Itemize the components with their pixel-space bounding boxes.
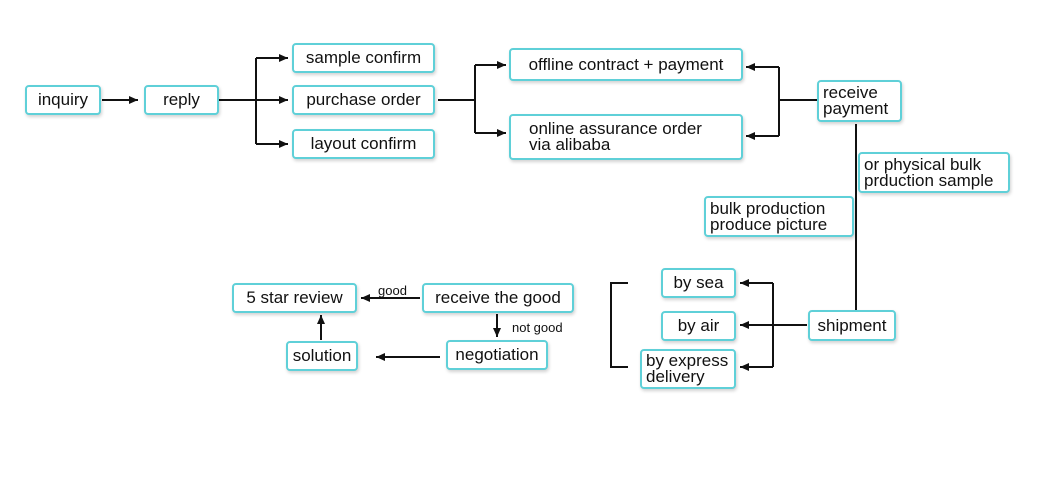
node-purchase-order-label: purchase order [306,90,421,109]
node-online-assurance: online assurance order via alibaba [509,114,743,160]
edge-label-good: good [378,283,407,298]
node-sample-confirm-label: sample confirm [305,48,422,67]
node-by-express: by express delivery [640,349,736,389]
node-receive-payment-line2: payment [823,99,889,118]
node-by-sea: by sea [661,268,736,298]
node-layout-confirm: layout confirm [292,129,435,159]
node-physical-sample: or physical bulk prduction sample [858,152,1010,193]
node-sample-confirm: sample confirm [292,43,435,73]
node-bulk-picture-line1: bulk production [710,198,826,218]
node-receive-the-good-label: receive the good [435,288,561,307]
node-shipment-label: shipment [817,315,887,335]
node-online-assurance-line2: via alibaba [529,135,611,154]
node-by-air-label: by air [677,316,720,335]
node-solution-label: solution [292,346,352,365]
shipping-bracket [610,282,628,368]
node-purchase-order: purchase order [292,85,435,115]
node-offline-contract-label: offline contract + payment [528,54,724,74]
node-inquiry: inquiry [25,85,101,115]
node-offline-contract: offline contract + payment [509,48,743,81]
node-receive-payment-line1: receive [823,83,878,102]
node-reply-label: reply [163,90,200,109]
edge-label-not-good: not good [512,320,563,335]
node-reply: reply [144,85,219,115]
node-bulk-picture-line2: produce picture [710,214,828,234]
node-five-star-review-label: 5 star review [246,288,343,307]
node-receive-payment: receive payment [817,80,902,122]
node-by-air: by air [661,311,736,341]
node-by-express-line1: by express [646,351,729,370]
node-five-star-review: 5 star review [232,283,357,313]
node-physical-sample-line2: prduction sample [864,170,994,190]
node-bulk-picture: bulk production produce picture [704,196,854,237]
node-receive-the-good: receive the good [422,283,574,313]
node-negotiation: negotiation [446,340,548,370]
node-physical-sample-line1: or physical bulk [864,154,982,174]
node-negotiation-label: negotiation [455,345,539,364]
node-by-express-line2: delivery [646,367,705,386]
node-solution: solution [286,341,358,371]
node-by-sea-label: by sea [673,273,724,292]
node-online-assurance-line1: online assurance order [529,119,702,138]
node-inquiry-label: inquiry [37,90,89,109]
node-layout-confirm-label: layout confirm [310,134,417,153]
node-shipment: shipment [808,310,896,341]
